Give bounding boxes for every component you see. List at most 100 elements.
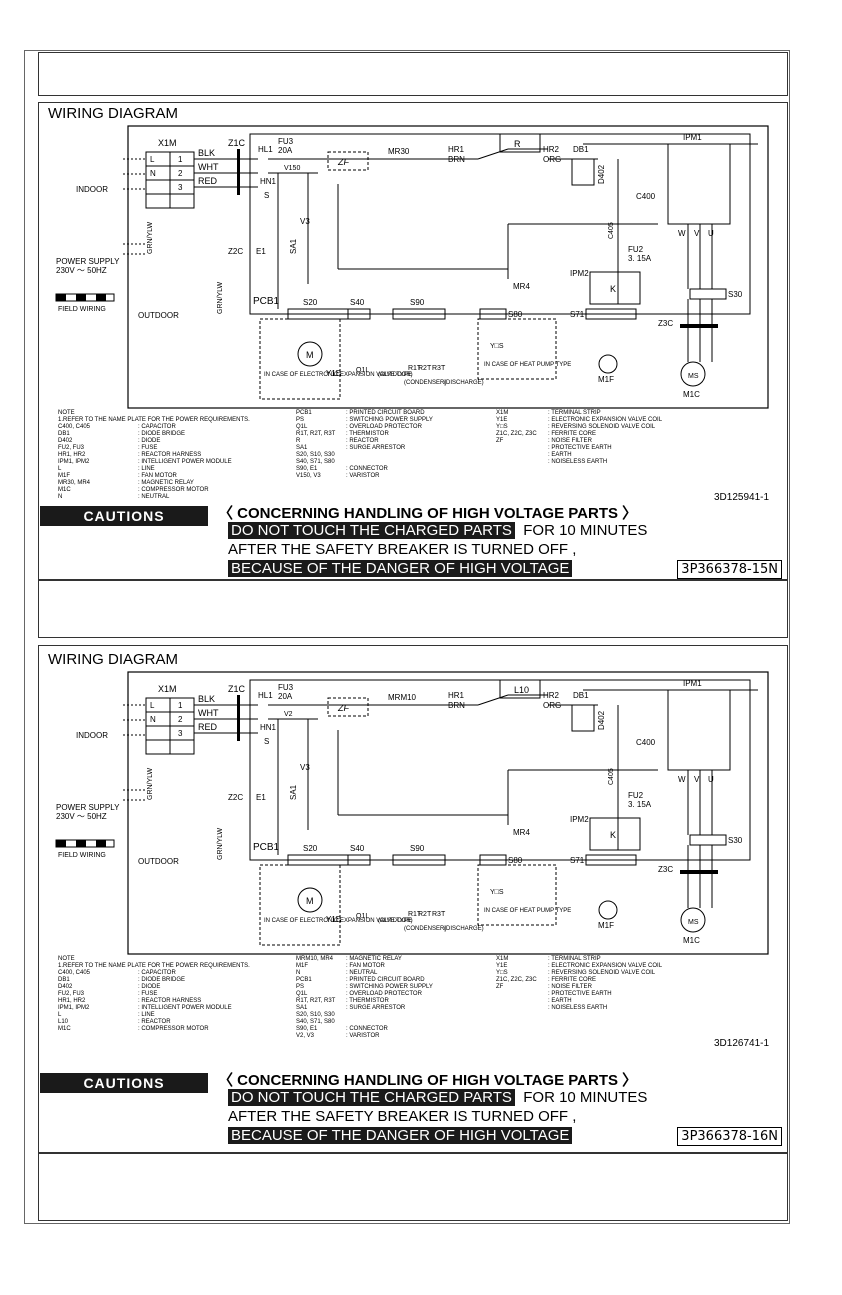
label-hp_note: IN CASE OF HEAT PUMP TYPE [484, 362, 571, 368]
note-text: X1M [496, 410, 508, 416]
note-text: PS [296, 417, 304, 423]
label-u: U [708, 229, 714, 238]
label-condenser_paren: (CONDENSER) [404, 380, 446, 386]
note-text: ZF [496, 984, 504, 990]
note-text: C400, C405 [58, 424, 91, 430]
note-text: : CONNECTOR [346, 466, 389, 472]
drawing-number: 3D126741-1 [714, 1038, 769, 1049]
note-text: N [58, 494, 62, 500]
note-text: HR1, HR2 [58, 452, 86, 458]
label-hn1: HN1 [260, 177, 277, 186]
note-text: : REACTOR [346, 438, 379, 444]
note-text: : LINE [138, 1012, 155, 1018]
caution-line-1: DO NOT TOUCH THE CHARGED PARTS FOR 10 MI… [228, 522, 647, 539]
note-text: IPM1, IPM2 [58, 459, 90, 465]
label-hr1: HR1 [448, 691, 465, 700]
note-text: : MAGNETIC RELAY [346, 956, 402, 962]
note-text: Y1E [496, 417, 507, 423]
note-text: : OVERLOAD PROTECTOR [346, 424, 423, 430]
label-db1: DB1 [573, 145, 589, 154]
note-text: : NOISE FILTER [548, 984, 593, 990]
diagram-box-1 [38, 102, 788, 580]
label-grn_ylw: GRN/YLW [147, 767, 154, 800]
note-text: D402 [58, 984, 73, 990]
cautions-heading: 〈 CONCERNING HANDLING OF HIGH VOLTAGE PA… [218, 1072, 638, 1089]
note-text: L [58, 466, 62, 472]
label-fu2: FU2 [628, 245, 644, 254]
label-hr2: HR2 [543, 691, 560, 700]
note-text: Z1C, Z2C, Z3C [496, 977, 537, 983]
label-r2t: R2T [418, 365, 432, 372]
label-s: S [264, 191, 269, 200]
label-r3t: R3T [432, 911, 446, 918]
note-text: FU2, FU3 [58, 445, 85, 451]
label-d402: D402 [597, 164, 606, 184]
label-c400: C400 [636, 738, 656, 747]
note-text: : COMPRESSOR MOTOR [138, 1026, 209, 1032]
note-text: PS [296, 984, 304, 990]
label-c405: C405 [608, 768, 615, 785]
note-text: : REACTOR [138, 1019, 171, 1025]
label-w: W [678, 229, 686, 238]
note-text: : DIODE BRIDGE [138, 431, 185, 437]
label-m: M [306, 896, 314, 906]
cautions-block-2: CAUTIONS 〈 CONCERNING HANDLING OF HIGH V… [38, 1067, 788, 1159]
label-m1c: M1C [683, 936, 700, 945]
label-q1l: Q1L [356, 367, 369, 374]
label-pcb1: PCB1 [253, 296, 280, 307]
wiring-diagram-2: WIRING DIAGRAM X1M Z1C BLK WHT RED L N 1… [38, 650, 788, 1050]
label-org: ORG [543, 701, 561, 710]
note-text: 1.REFER TO THE NAME PLATE FOR THE POWER … [58, 963, 250, 969]
note-text: : MAGNETIC RELAY [138, 480, 194, 486]
note-text: C400, C405 [58, 970, 91, 976]
label-fu2_rating: 3. 15A [628, 254, 652, 263]
label-ms: MS [688, 919, 699, 926]
note-text: : EARTH [548, 452, 572, 458]
label-relay_labels-main: MRM10 [388, 693, 417, 702]
label-s71: S71 [570, 310, 585, 319]
note-text: : ELECTRONIC EXPANSION VALVE COIL [548, 417, 663, 423]
label-relay_labels-reactor: L10 [514, 685, 529, 695]
ferrite-core-z1c-icon [237, 149, 240, 195]
note-text: R1T, R2T, R3T [296, 998, 336, 1004]
note-text: : PROTECTIVE EARTH [548, 445, 612, 451]
note-text: : REACTOR HARNESS [138, 998, 201, 1004]
label-ms: MS [688, 373, 699, 380]
wiring-diagram-1: WIRING DIAGRAM X1M Z1C BLK WHT RED L N 1… [38, 104, 788, 504]
label-s40: S40 [350, 844, 365, 853]
note-text: : INTELLIGENT POWER MODULE [138, 1005, 232, 1011]
wire-red: RED [198, 176, 218, 186]
label-hr2: HR2 [543, 145, 560, 154]
label-s40: S40 [350, 298, 365, 307]
note-text: : CAPACITOR [138, 424, 176, 430]
label-r1t: R1T [408, 365, 422, 372]
label-e1: E1 [256, 793, 266, 802]
note-text: : PROTECTIVE EARTH [548, 991, 612, 997]
note-text: L10 [58, 1019, 69, 1025]
note-text: : SURGE ARRESTOR [346, 1005, 406, 1011]
caution-line-3: BECAUSE OF THE DANGER OF HIGH VOLTAGE [228, 560, 573, 577]
note-text: : ELECTRONIC EXPANSION VALVE COIL [548, 963, 663, 969]
label-w: W [678, 775, 686, 784]
label-s: S [264, 737, 269, 746]
label-fu2_rating: 3. 15A [628, 800, 652, 809]
label-grn_ylw: GRN/YLW [217, 281, 224, 314]
note-text: DB1 [58, 977, 70, 983]
note-text: : NOISELESS EARTH [548, 1005, 607, 1011]
label-relay_labels-main: MR30 [388, 147, 410, 156]
note-text: SA1 [296, 1005, 308, 1011]
label-term_rows-3: 2 [178, 169, 183, 178]
label-grn_ylw: GRN/YLW [217, 827, 224, 860]
ferrite-core-z3c-icon [680, 870, 718, 874]
label-power_rating: 230V ～ 50HZ [56, 812, 107, 821]
page-frame [24, 50, 790, 1224]
label-term_rows-0: L [150, 155, 155, 164]
label-fu3_rating: 20A [278, 146, 293, 155]
label-v: V [694, 229, 700, 238]
label-term_rows-2: 1 [178, 155, 183, 164]
label-org: ORG [543, 155, 561, 164]
label-outdoor: OUTDOOR [138, 311, 179, 320]
note-text: : COMPRESSOR MOTOR [138, 487, 209, 493]
note-text: IPM1, IPM2 [58, 1005, 90, 1011]
label-power_supply: POWER SUPPLY [56, 257, 120, 266]
